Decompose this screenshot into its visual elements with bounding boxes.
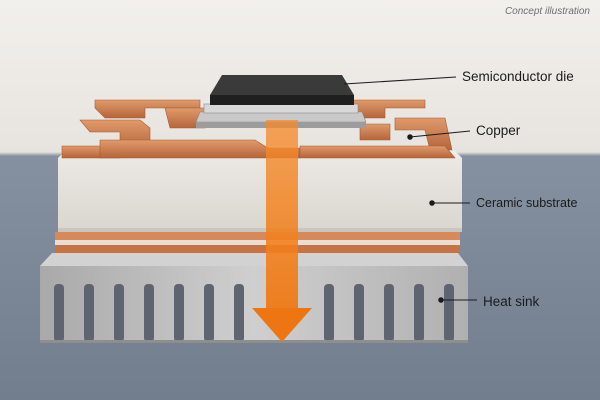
- copper-traces: [61, 99, 456, 159]
- heat-flow-arrow: [252, 120, 312, 342]
- heat-sink: [40, 253, 468, 343]
- label-ceramic-substrate: Ceramic substrate: [476, 196, 578, 210]
- ceramic-substrate: [58, 146, 462, 232]
- label-semiconductor-die: Semiconductor die: [462, 69, 574, 84]
- caption-text: Concept illustration: [504, 6, 590, 17]
- bottom-copper-layer: [55, 232, 460, 253]
- label-copper: Copper: [476, 123, 521, 138]
- leader-lines: [343, 76, 477, 303]
- label-heat-sink: Heat sink: [483, 294, 540, 309]
